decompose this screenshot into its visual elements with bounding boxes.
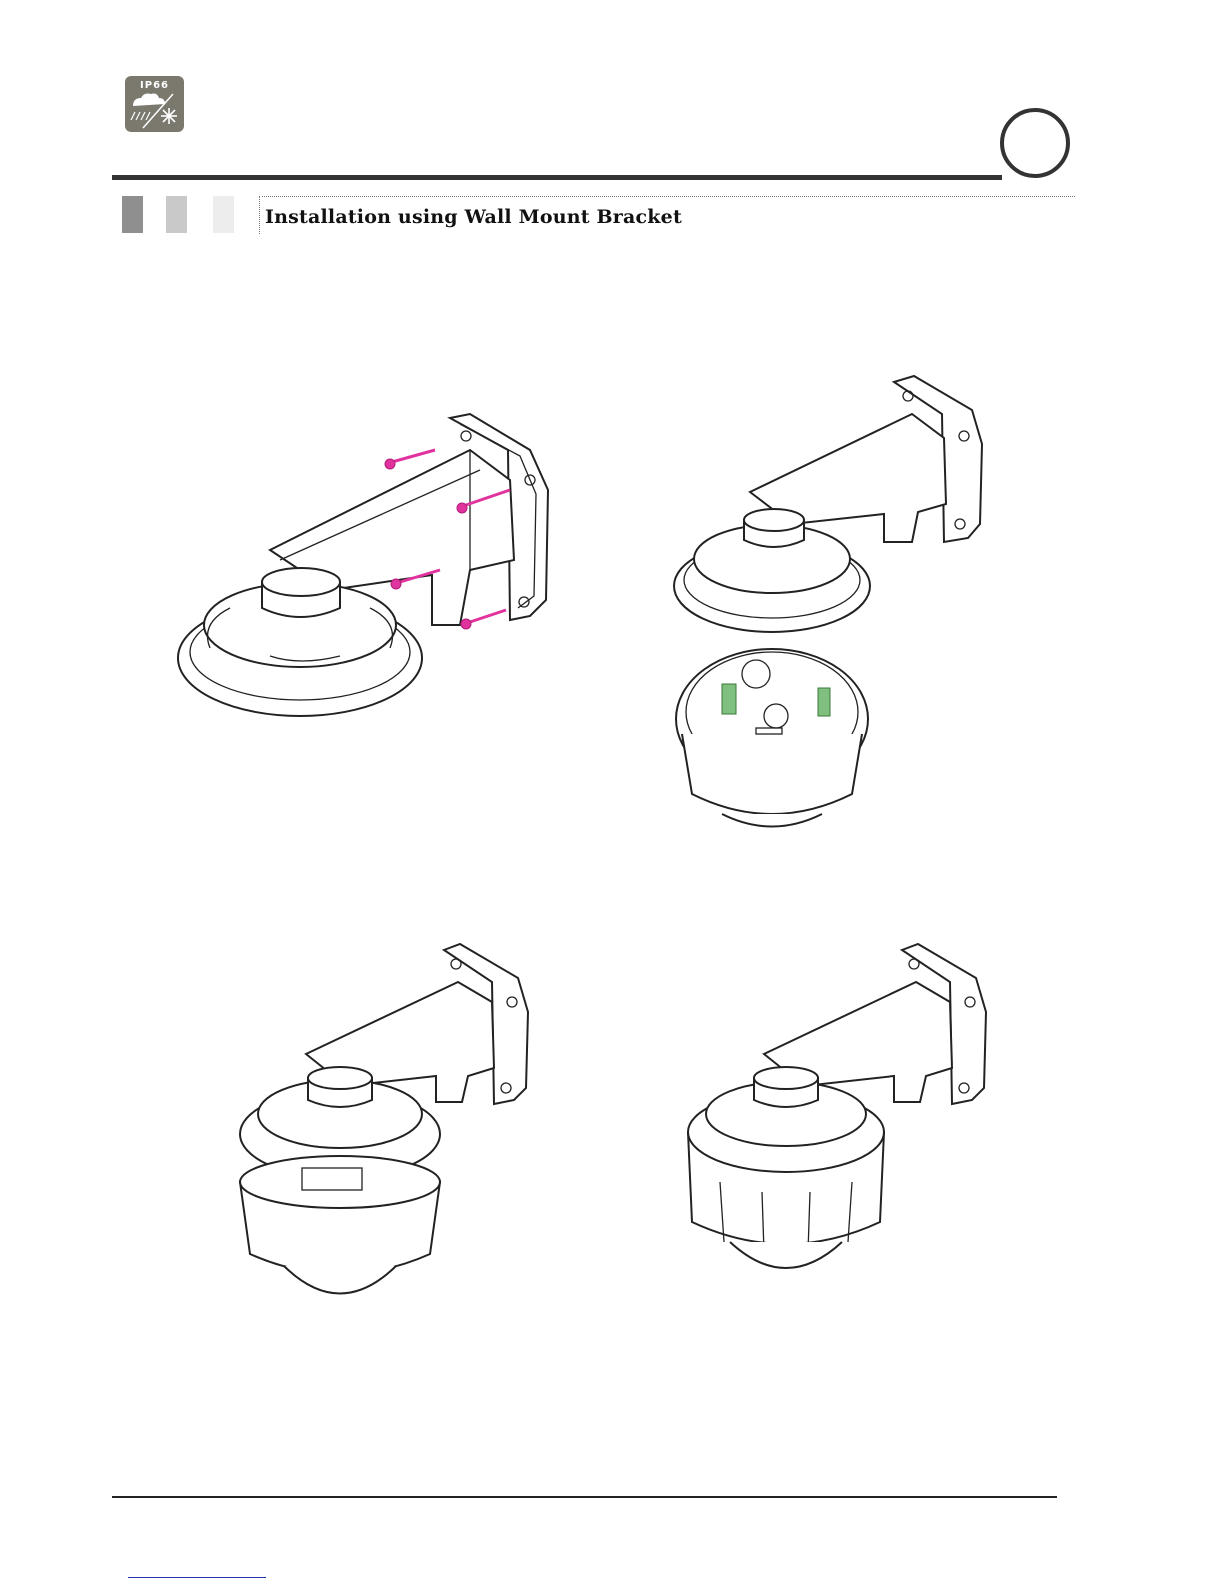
step-4-assembled	[680, 942, 990, 1287]
footer-rule	[112, 1496, 1057, 1498]
camera-housing	[688, 1067, 884, 1268]
header-rule	[112, 175, 1002, 180]
camera-body	[240, 1156, 440, 1294]
section-marker-medium	[166, 196, 187, 233]
ip66-badge: IP66	[125, 76, 184, 132]
footer-link-underline	[128, 1577, 266, 1578]
title-dotted-divider	[259, 196, 260, 234]
dome-cover	[178, 568, 422, 716]
camera-base	[676, 649, 868, 827]
step-1-screw-bracket	[170, 410, 570, 730]
step-3-attach-camera	[236, 942, 546, 1317]
dome-cover	[674, 509, 870, 632]
section-marker-light	[213, 196, 234, 233]
weather-rain-snow-icon	[125, 76, 184, 132]
page-number-circle	[1000, 108, 1070, 178]
section-title: Installation using Wall Mount Bracket	[265, 206, 682, 228]
step-2-camera-below-bracket	[672, 374, 1002, 844]
section-marker-dark	[122, 196, 143, 233]
title-dotted-rule	[262, 196, 1075, 197]
